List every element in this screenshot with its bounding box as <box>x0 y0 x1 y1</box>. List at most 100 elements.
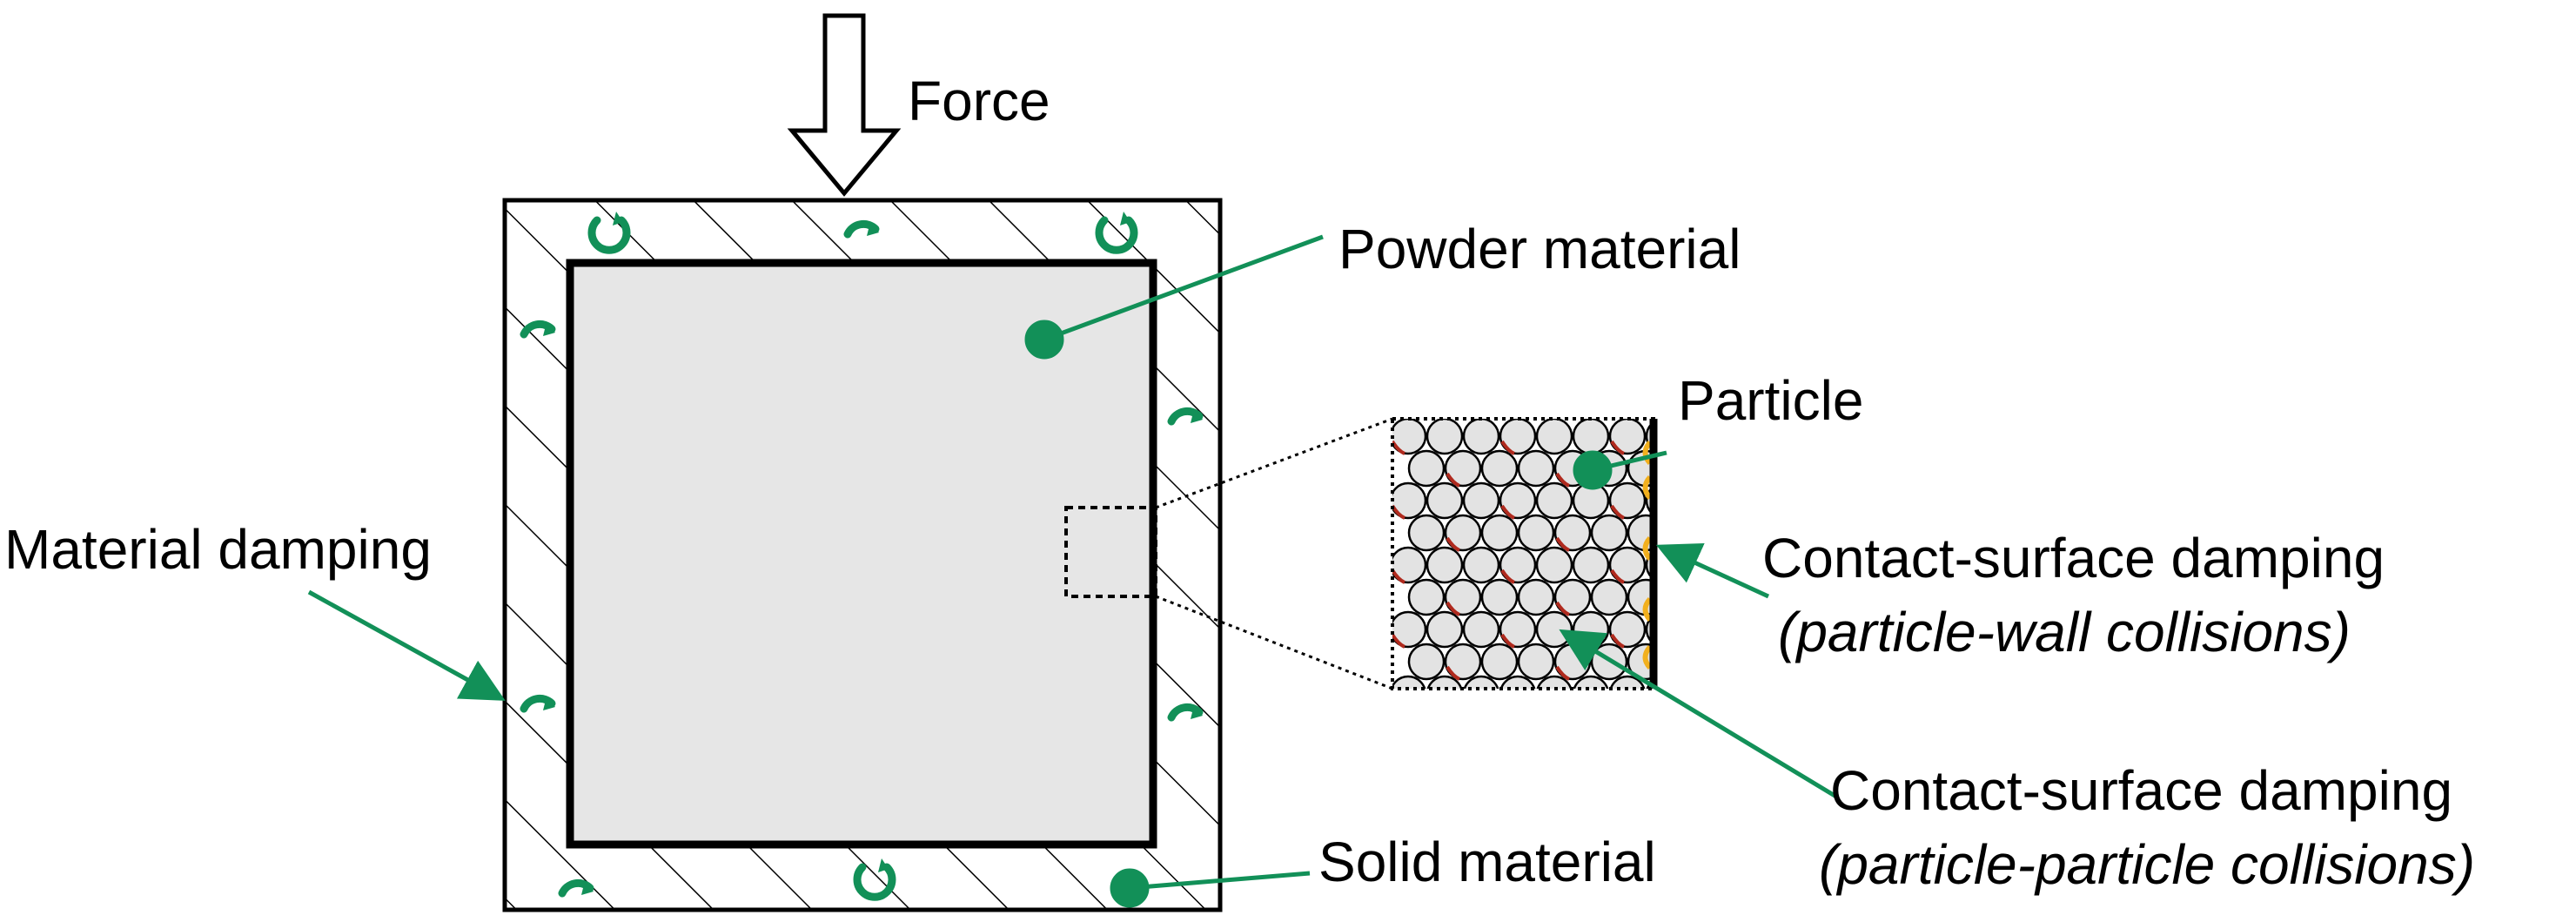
wall-damping-arrow <box>1655 542 1770 599</box>
solid-leader-line <box>1129 871 1311 891</box>
particle <box>1517 514 1555 552</box>
force-arrow <box>787 13 902 197</box>
particle-contact-mark <box>1392 440 1405 455</box>
rotation-arrow-icon <box>1095 212 1138 254</box>
particle <box>1444 449 1482 488</box>
particle-contact-mark <box>1500 633 1515 649</box>
particle-contact-mark <box>1610 504 1625 520</box>
particle <box>1499 675 1536 689</box>
wall-contact-mark <box>1642 535 1653 562</box>
particle <box>1590 514 1628 552</box>
particle <box>1517 578 1555 616</box>
rotation-arrow-icon <box>843 219 880 239</box>
rotation-arrow-icon <box>853 858 896 901</box>
particle <box>1535 419 1573 455</box>
particle-contact-mark <box>1555 665 1570 681</box>
particle <box>1553 514 1592 552</box>
particle <box>1462 481 1500 520</box>
particle <box>1499 481 1537 520</box>
particle <box>1426 675 1463 689</box>
particle <box>1608 546 1647 584</box>
powder-material-label: Powder material <box>1338 218 1741 280</box>
particle <box>1463 675 1499 689</box>
wall-contact-mark <box>1642 644 1653 670</box>
particle-contact-mark <box>1392 633 1405 649</box>
zoom-region-box <box>1064 506 1157 598</box>
solid-dot <box>1110 868 1150 908</box>
particle <box>1444 578 1482 616</box>
particle <box>1407 578 1446 616</box>
particle <box>1462 610 1500 649</box>
rotation-arrow-icon <box>587 212 631 254</box>
particle-contact-mark <box>1446 536 1460 552</box>
particle <box>1480 578 1519 616</box>
powder-leader-line <box>1043 234 1324 342</box>
particle-dot <box>1573 450 1613 490</box>
rotation-arrow-icon <box>1167 407 1204 426</box>
particle <box>1426 419 1464 455</box>
contact-wall-subtitle: (particle-wall collisions) <box>1778 601 2351 663</box>
rotation-arrow-icon <box>520 320 556 339</box>
force-label: Force <box>908 70 1050 132</box>
powder-dot <box>1024 320 1064 360</box>
particle <box>1499 419 1537 455</box>
particle <box>1517 643 1555 681</box>
powder-region <box>566 259 1157 849</box>
particle <box>1609 675 1646 689</box>
contact-particle-subtitle: (particle-particle collisions) <box>1819 833 2475 896</box>
particle <box>1535 610 1573 649</box>
particle <box>1426 610 1464 649</box>
rotation-arrow-icon <box>520 694 556 713</box>
particle <box>1407 643 1446 681</box>
rotation-arrow-icon <box>558 878 594 898</box>
particle-inset <box>1391 417 1658 711</box>
particle-contact-mark <box>1555 536 1570 552</box>
leaders <box>307 234 1838 908</box>
wall-contact-mark <box>1642 596 1653 623</box>
particle-damping-arrow <box>1559 629 1838 799</box>
particle <box>1407 449 1446 488</box>
particle-contact-mark <box>1500 569 1515 584</box>
particle-contact-mark <box>1612 699 1624 711</box>
particle <box>1590 578 1628 616</box>
particle <box>1535 481 1573 520</box>
particle <box>1392 610 1427 649</box>
solid-material-label: Solid material <box>1318 831 1656 893</box>
down-arrow-icon <box>787 13 902 197</box>
particle-contact-mark <box>1555 472 1570 488</box>
particle-contact-mark <box>1446 665 1460 681</box>
particle <box>1480 643 1519 681</box>
wall-contact-mark <box>1642 474 1653 501</box>
material-damping-label: Material damping <box>4 518 432 581</box>
particle <box>1499 610 1537 649</box>
particle <box>1536 675 1573 689</box>
material-damping-arrows <box>520 212 1204 901</box>
zoom-line-bottom <box>1155 595 1393 690</box>
particle-packing <box>1392 419 1654 711</box>
particle <box>1444 643 1482 681</box>
particle <box>1517 449 1555 488</box>
particle <box>1573 675 1609 689</box>
particle <box>1426 481 1464 520</box>
particle <box>1392 419 1427 455</box>
particle <box>1480 514 1519 552</box>
rotation-arrow-icon <box>1167 703 1204 722</box>
particle <box>1608 481 1647 520</box>
contact-wall-title: Contact-surface damping <box>1762 527 2385 589</box>
contact-particle-title: Contact-surface damping <box>1830 759 2452 822</box>
particle <box>1444 514 1482 552</box>
particle <box>1426 546 1464 584</box>
particle <box>1480 449 1519 488</box>
wall-contact-mark <box>1642 440 1653 466</box>
particle-contact-mark <box>1446 472 1460 488</box>
particle-contact-mark <box>1610 440 1625 455</box>
particle <box>1572 419 1610 455</box>
particle <box>1392 481 1427 520</box>
particle-contact-mark <box>1500 440 1515 455</box>
particle-contact-mark <box>1502 699 1514 711</box>
particle <box>1608 419 1647 455</box>
particle-label: Particle <box>1678 369 1863 432</box>
particle-contact-mark <box>1610 569 1625 584</box>
particle <box>1392 675 1426 689</box>
